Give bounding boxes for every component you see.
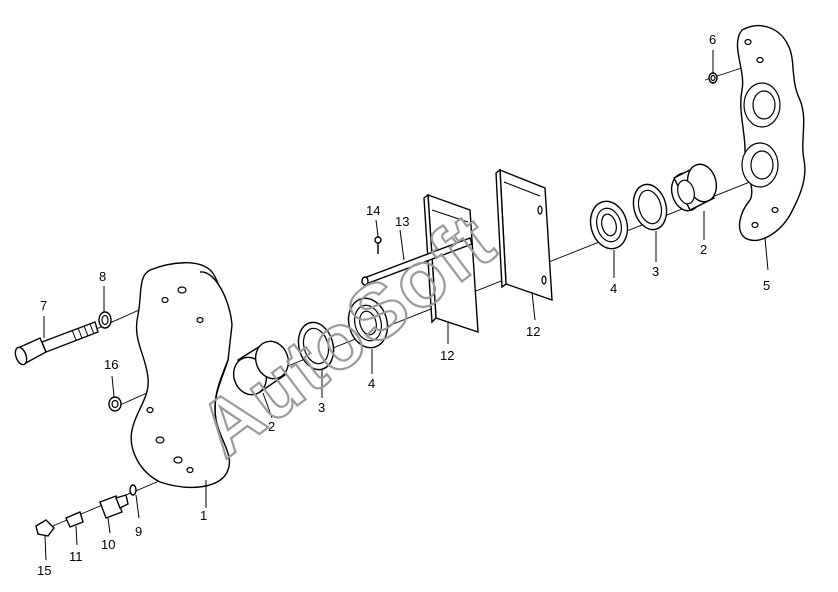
caliper-half-left (130, 262, 233, 488)
brake-pad-left (423, 193, 479, 333)
bleeder-valve (99, 494, 129, 519)
washer-8 (98, 311, 112, 329)
callout-2-right: 2 (700, 242, 707, 257)
dust-cap (35, 519, 55, 537)
retaining-pin (361, 237, 473, 286)
piston-left (232, 340, 290, 396)
callout-14: 14 (366, 203, 380, 218)
callout-16: 16 (104, 357, 118, 372)
bolt (14, 321, 99, 366)
callout-7: 7 (40, 298, 47, 313)
callout-8: 8 (99, 269, 106, 284)
callout-10: 10 (101, 537, 115, 552)
washer-9 (129, 484, 137, 496)
bleeder-screw (65, 511, 84, 528)
callout-12-left: 12 (440, 348, 454, 363)
callout-13: 13 (395, 214, 409, 229)
piston-right (670, 163, 718, 212)
callout-1: 1 (200, 508, 207, 523)
callout-9: 9 (135, 524, 142, 539)
seal-ring-left (297, 321, 335, 371)
brake-pad-right (495, 168, 553, 302)
callout-4-left: 4 (368, 376, 375, 391)
dust-boot-left (347, 297, 389, 349)
callout-11: 11 (69, 549, 83, 564)
washer-16 (108, 396, 122, 412)
leader-lines (43, 50, 769, 561)
callout-15: 15 (37, 563, 51, 578)
callout-2-left: 2 (268, 419, 275, 434)
callout-4-right: 4 (610, 281, 617, 296)
callout-6: 6 (709, 32, 716, 47)
caliper-half-right (736, 25, 806, 241)
callout-3-left: 3 (318, 400, 325, 415)
split-pin (374, 236, 382, 254)
washer-6 (708, 72, 718, 84)
callout-12-right: 12 (526, 324, 540, 339)
callout-3-right: 3 (652, 264, 659, 279)
seal-ring-right (632, 183, 668, 231)
callouts: 1 2 3 4 12 12 4 3 2 5 6 7 8 9 10 11 13 1… (37, 32, 770, 578)
dust-boot-right (589, 200, 629, 250)
callout-5: 5 (763, 278, 770, 293)
